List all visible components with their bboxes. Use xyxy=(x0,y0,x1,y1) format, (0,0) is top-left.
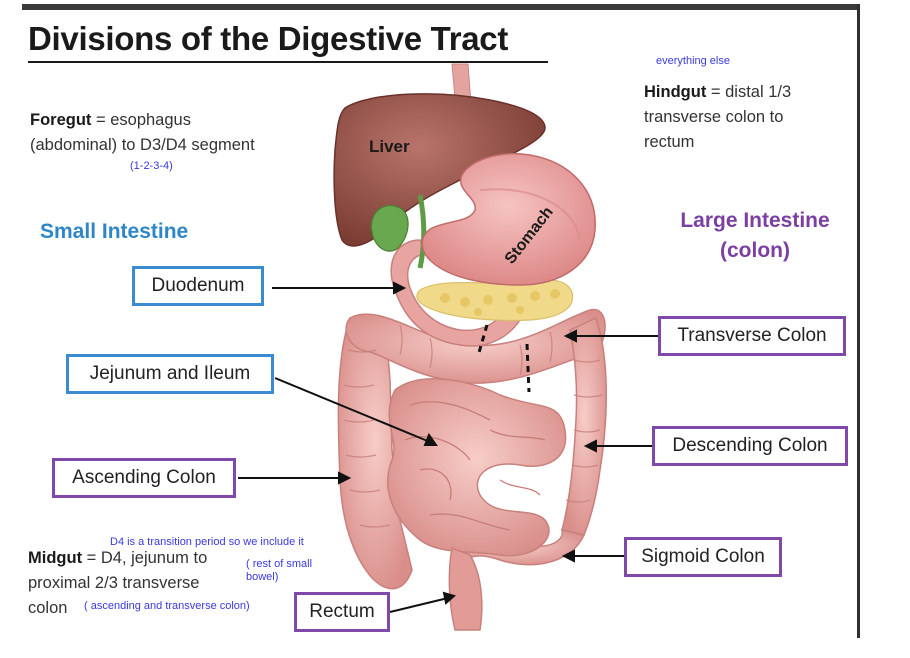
transverse-colon-label: Transverse Colon xyxy=(658,316,846,356)
foregut-definition: Foregut = esophagus (abdominal) to D3/D4… xyxy=(30,108,255,158)
pointer-arrows xyxy=(238,281,658,613)
midgut-note-bowel: ( rest of small bowel) xyxy=(246,558,313,583)
division-lines xyxy=(476,324,531,393)
midgut-text-line1: = D4, jejunum to xyxy=(82,549,208,567)
descending-colon-label: Descending Colon xyxy=(652,426,848,466)
stomach xyxy=(421,153,596,286)
small-intestine-loops xyxy=(387,378,567,557)
midgut-text-line3: colon xyxy=(28,599,68,617)
hindgut-text-line2: transverse colon to xyxy=(644,108,784,126)
midgut-note-top: D4 is a transition period so we include … xyxy=(110,536,304,548)
midgut-definition: Midgut = D4, jejunum to proximal 2/3 tra… xyxy=(28,546,207,621)
top-border xyxy=(22,4,860,10)
liver-label: Liver xyxy=(369,137,410,156)
hindgut-note: everything else xyxy=(656,55,730,67)
large-intestine-heading-line2: (colon) xyxy=(720,239,790,262)
hindgut-definition: Hindgut = distal 1/3 transverse colon to… xyxy=(644,80,791,155)
sigmoid-colon-label: Sigmoid Colon xyxy=(624,537,782,577)
duodenum-label: Duodenum xyxy=(132,266,264,306)
page-title: Divisions of the Digestive Tract xyxy=(28,20,509,57)
large-intestine-heading: Large Intestine (colon) xyxy=(668,206,842,266)
rectum xyxy=(448,546,483,631)
small-intestine-heading: Small Intestine xyxy=(40,220,189,243)
rectum-label: Rectum xyxy=(294,592,390,632)
midgut-term: Midgut xyxy=(28,549,83,567)
bile-duct xyxy=(417,194,427,269)
title-underline xyxy=(28,61,548,63)
foregut-note: (1-2-3-4) xyxy=(130,160,173,172)
hindgut-text-line3: rectum xyxy=(644,133,695,151)
pancreas xyxy=(416,279,574,322)
right-border xyxy=(857,4,860,638)
foregut-term: Foregut xyxy=(30,111,92,129)
hindgut-term: Hindgut xyxy=(644,83,707,101)
ascending-colon-label: Ascending Colon xyxy=(52,458,236,498)
gallbladder xyxy=(370,204,409,252)
pancreas-texture xyxy=(440,289,560,316)
midgut-note-colon: ( ascending and transverse colon) xyxy=(84,600,250,612)
foregut-text-line1: = esophagus xyxy=(91,111,191,129)
large-intestine-heading-line1: Large Intestine xyxy=(680,209,830,232)
midgut-text-line2: proximal 2/3 transverse xyxy=(28,574,200,592)
jejunum-ileum-label: Jejunum and Ileum xyxy=(66,354,274,394)
foregut-text-line2: (abdominal) to D3/D4 segment xyxy=(30,136,255,154)
hindgut-text-line1: = distal 1/3 xyxy=(706,83,792,101)
